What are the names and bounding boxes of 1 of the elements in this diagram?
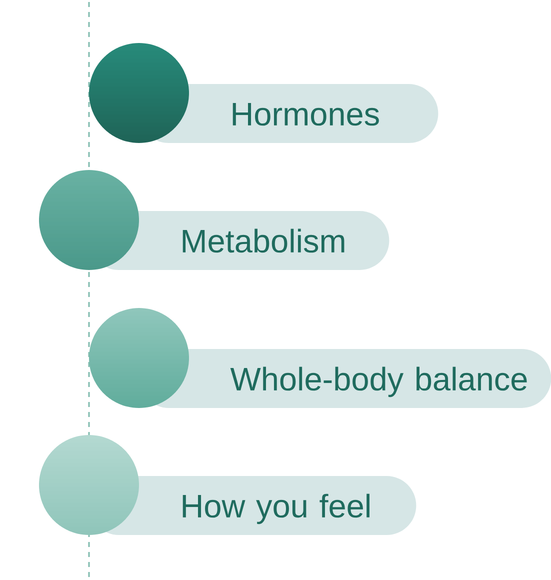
- pill-label: Whole-body balance: [139, 349, 551, 408]
